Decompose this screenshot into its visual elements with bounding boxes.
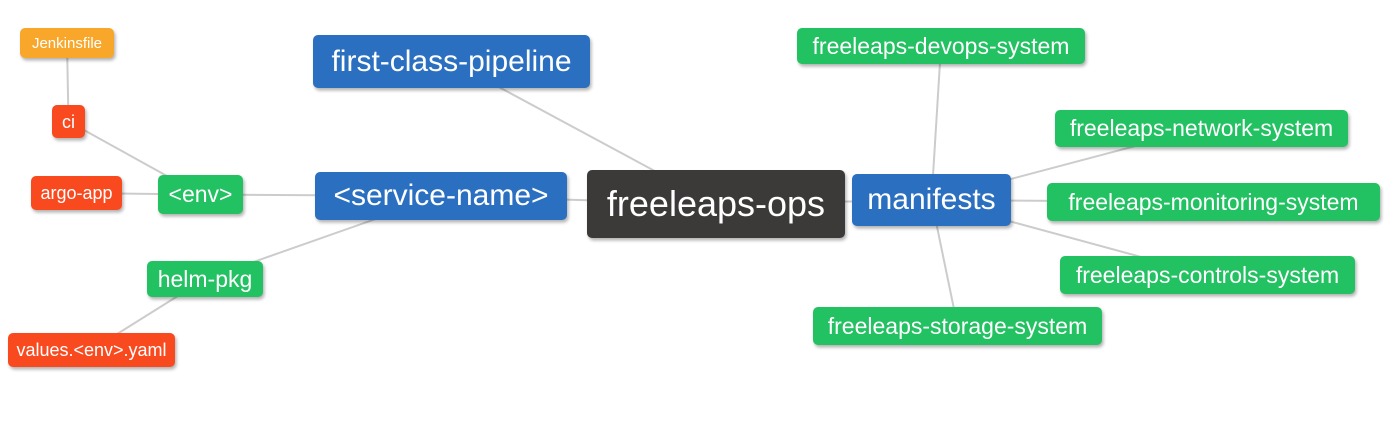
node-freeleaps-network-system[interactable]: freeleaps-network-system (1055, 110, 1348, 147)
node-argo-app[interactable]: argo-app (31, 176, 122, 210)
node-jenkinsfile[interactable]: Jenkinsfile (20, 28, 114, 58)
node-helm-pkg[interactable]: helm-pkg (147, 261, 263, 297)
node-freeleaps-devops-system[interactable]: freeleaps-devops-system (797, 28, 1085, 64)
node-service-name[interactable]: <service-name> (315, 172, 567, 220)
node-freeleaps-controls-system[interactable]: freeleaps-controls-system (1060, 256, 1355, 294)
node-freeleaps-storage-system[interactable]: freeleaps-storage-system (813, 307, 1102, 345)
node-manifests[interactable]: manifests (852, 174, 1011, 226)
node-values-env-yaml[interactable]: values.<env>.yaml (8, 333, 175, 367)
node-freeleaps-ops[interactable]: freeleaps-ops (587, 170, 845, 238)
node-freeleaps-monitoring-system[interactable]: freeleaps-monitoring-system (1047, 183, 1380, 221)
node-ci[interactable]: ci (52, 105, 85, 138)
node-first-class-pipeline[interactable]: first-class-pipeline (313, 35, 590, 88)
node-env[interactable]: <env> (158, 175, 243, 214)
